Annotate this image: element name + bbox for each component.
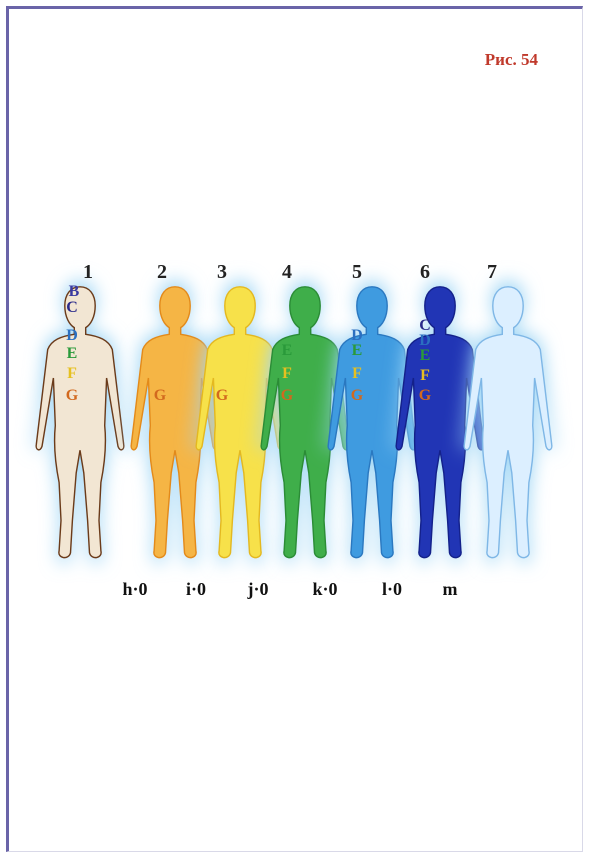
figure-code: m <box>443 579 458 599</box>
letter-mark: F <box>420 367 430 384</box>
figure-codes: h·0 i·0 j·0 k·0 l·0 m <box>122 579 457 599</box>
figure-number: 5 <box>352 261 362 283</box>
figure-number: 4 <box>282 261 292 283</box>
figure-number: 3 <box>217 261 227 283</box>
figure-code: h·0 <box>122 579 147 599</box>
figure-code: l·0 <box>382 579 402 599</box>
letter-mark: E <box>282 342 293 359</box>
body-silhouette <box>36 287 124 558</box>
figure-number: 6 <box>420 261 430 283</box>
figure-1 <box>34 281 125 563</box>
figure-number: 7 <box>487 261 497 283</box>
letter-mark: G <box>419 387 432 404</box>
letter-mark: E <box>352 342 363 359</box>
letter-mark: F <box>67 365 77 382</box>
letter-mark: G <box>351 387 364 404</box>
letter-mark: B <box>69 283 80 300</box>
letter-mark: G <box>66 387 79 404</box>
letter-mark: G <box>154 387 167 404</box>
figure-number: 1 <box>83 261 93 283</box>
figure-3 <box>194 281 285 563</box>
figure-code: j·0 <box>247 579 269 599</box>
letter-mark: F <box>352 365 362 382</box>
letter-mark: E <box>67 345 78 362</box>
letter-mark: F <box>282 365 292 382</box>
letter-mark: E <box>420 347 431 364</box>
letter-mark: C <box>66 299 78 316</box>
letter-mark: D <box>66 327 78 344</box>
figure-code: k·0 <box>312 579 337 599</box>
letter-mark: G <box>216 387 229 404</box>
figure-2 <box>129 281 220 563</box>
figure-code: i·0 <box>186 579 206 599</box>
figure-number: 2 <box>157 261 167 283</box>
letter-mark: G <box>281 387 294 404</box>
figure-numbers: 1 2 3 4 5 6 7 <box>83 261 497 283</box>
